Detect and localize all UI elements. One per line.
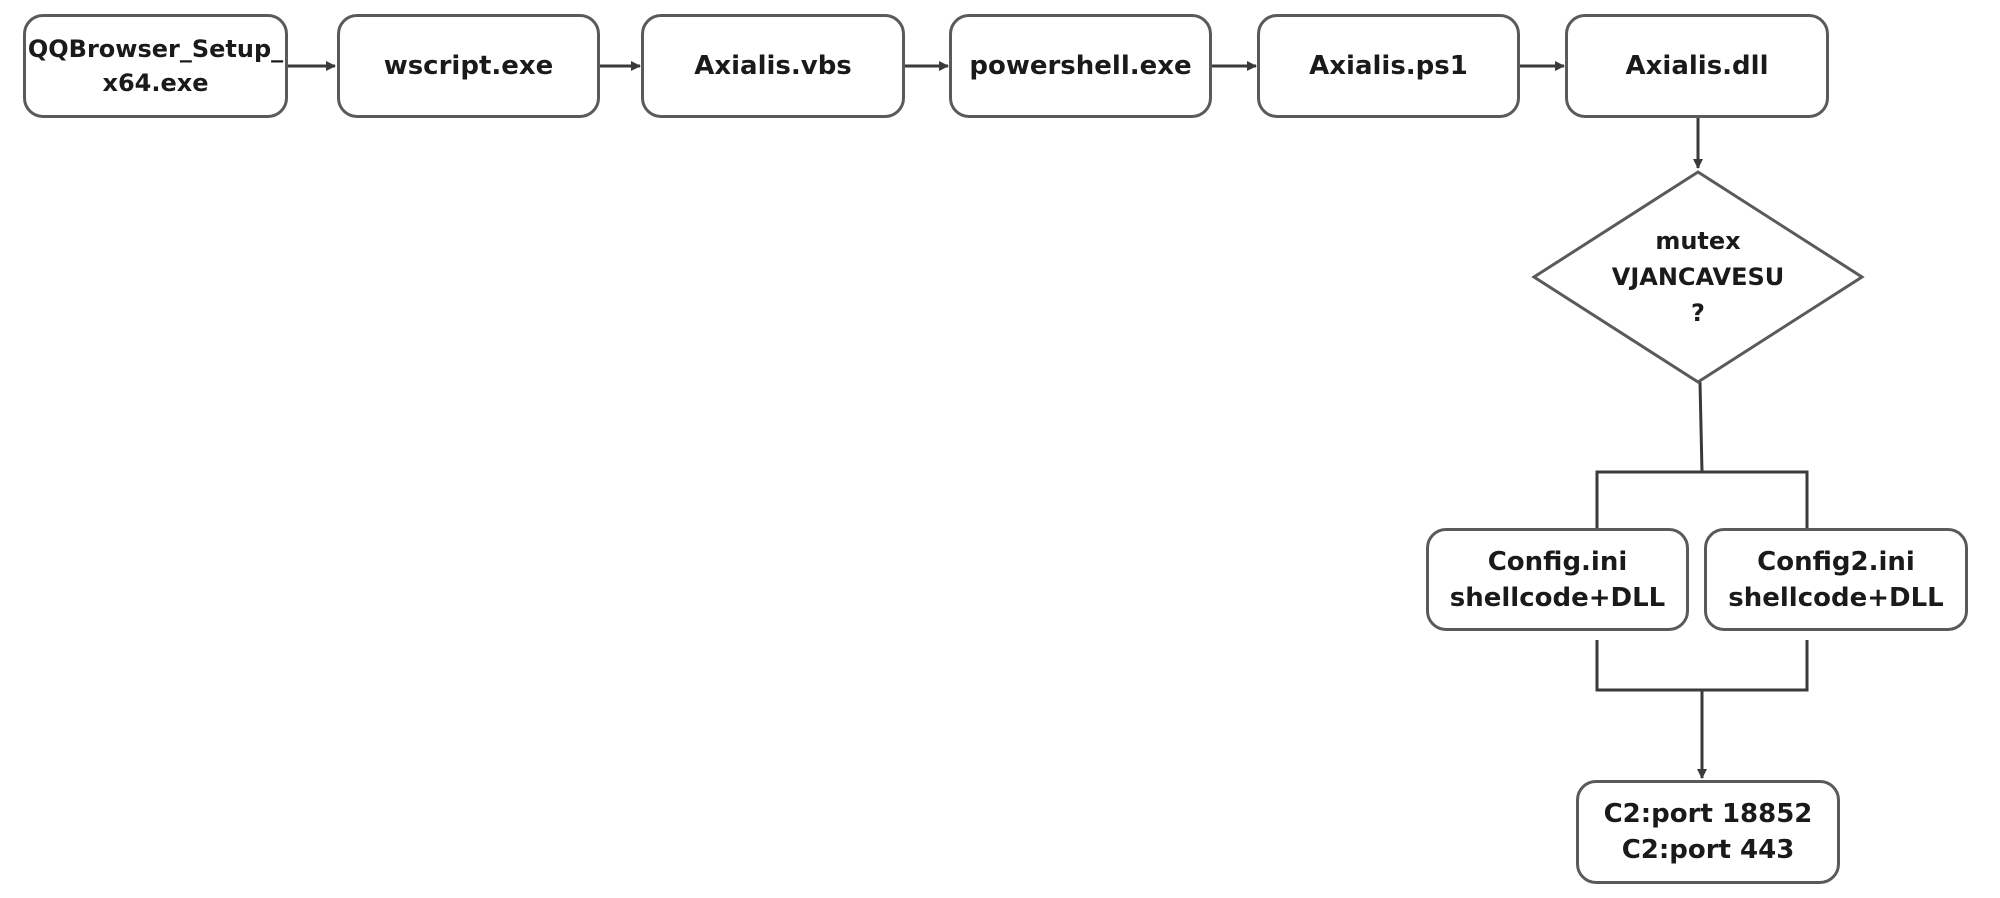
- node-qqbrowser-setup-line-2: x64.exe: [102, 69, 209, 97]
- node-axialis-ps1-label: Axialis.ps1: [1309, 51, 1468, 81]
- node-qqbrowser-setup-line-1: QQBrowser_Setup_: [27, 35, 284, 63]
- node-config-ini-line-2: shellcode+DLL: [1449, 582, 1666, 613]
- node-c2-port-2: C2:port 443: [1621, 835, 1795, 865]
- node-config-ini-line-1: Config.ini: [1487, 546, 1628, 577]
- mutex-decision-line-1: mutex: [1655, 227, 1741, 255]
- node-config-ini: Config.ini shellcode+DLL: [1426, 528, 1689, 631]
- node-qqbrowser-setup: QQBrowser_Setup_ x64.exe: [23, 14, 288, 118]
- mutex-decision-diamond: [1531, 170, 1865, 384]
- node-wscript-label: wscript.exe: [383, 51, 554, 81]
- node-axialis-ps1: Axialis.ps1: [1257, 14, 1520, 118]
- merge-bracket-bottom: [1595, 640, 1809, 692]
- node-axialis-vbs: Axialis.vbs: [641, 14, 905, 118]
- node-axialis-dll: Axialis.dll: [1565, 14, 1829, 118]
- line-mutex-to-split: [1698, 381, 1704, 473]
- split-bracket-top: [1595, 470, 1809, 528]
- node-config2-ini-line-2: shellcode+DLL: [1728, 582, 1944, 613]
- mutex-decision-label: mutex VJANCAVESU ?: [1578, 222, 1818, 332]
- node-c2-ports: C2:port 18852 C2:port 443: [1576, 780, 1840, 884]
- node-powershell-label: powershell.exe: [969, 51, 1192, 81]
- node-config2-ini: Config2.ini shellcode+DLL: [1704, 528, 1968, 631]
- node-config2-ini-line-1: Config2.ini: [1757, 546, 1915, 577]
- node-powershell: powershell.exe: [949, 14, 1212, 118]
- node-axialis-vbs-label: Axialis.vbs: [694, 51, 852, 81]
- node-c2-port-1: C2:port 18852: [1603, 799, 1813, 829]
- mutex-decision-line-2: VJANCAVESU: [1611, 263, 1785, 291]
- node-axialis-dll-label: Axialis.dll: [1625, 51, 1769, 81]
- mutex-decision-line-3: ?: [1691, 299, 1705, 327]
- node-wscript: wscript.exe: [337, 14, 600, 118]
